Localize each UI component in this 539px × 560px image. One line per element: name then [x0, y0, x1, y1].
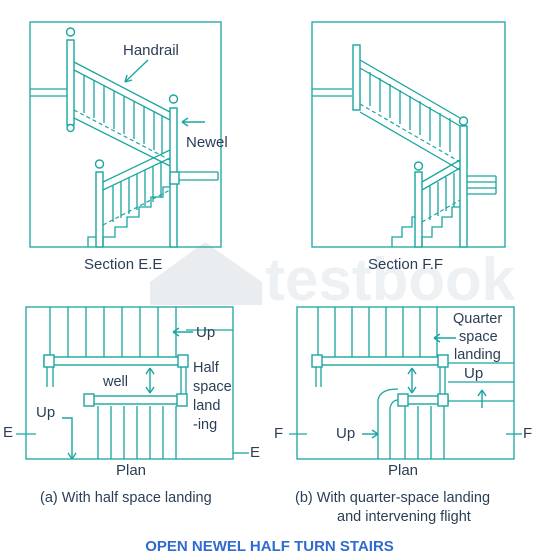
- label-e-left: E: [3, 424, 13, 441]
- label-section-ff: Section F.F: [368, 256, 443, 273]
- svg-text:testbook: testbook: [265, 246, 516, 313]
- label-space: space: [193, 379, 232, 395]
- label-newel: Newel: [186, 134, 228, 151]
- plan-a-drawing: [16, 306, 249, 460]
- label-half: Half: [193, 360, 220, 376]
- label-up-b-right: Up: [464, 365, 483, 382]
- label-landing: landing: [454, 347, 501, 363]
- section-ee-drawing: [29, 21, 222, 248]
- label-up-a-left: Up: [36, 404, 55, 421]
- label-quarter: Quarter: [453, 311, 502, 327]
- label-section-ee: Section E.E: [84, 256, 162, 273]
- caption-b-line2: and intervening flight: [337, 509, 471, 525]
- figure-title: OPEN NEWEL HALF TURN STAIRS: [145, 538, 394, 555]
- label-up-b-left: Up: [336, 425, 355, 442]
- label-space-b: space: [459, 329, 498, 345]
- label-handrail: Handrail: [123, 42, 179, 59]
- label-land: land: [193, 398, 220, 414]
- caption-a: (a) With half space landing: [40, 490, 212, 506]
- label-e-right: E: [250, 444, 260, 461]
- label-plan-a: Plan: [116, 462, 146, 479]
- label-plan-b: Plan: [388, 462, 418, 479]
- label-ing: -ing: [193, 417, 217, 433]
- label-f-left: F: [274, 425, 283, 442]
- section-ff-drawing: [311, 21, 506, 248]
- plan-b-drawing: [289, 306, 522, 460]
- label-f-right: F: [523, 425, 532, 442]
- label-up-a-top: Up: [196, 324, 215, 341]
- caption-b-line1: (b) With quarter-space landing: [295, 490, 490, 506]
- label-well: well: [102, 374, 128, 390]
- watermark: testbook: [150, 242, 516, 313]
